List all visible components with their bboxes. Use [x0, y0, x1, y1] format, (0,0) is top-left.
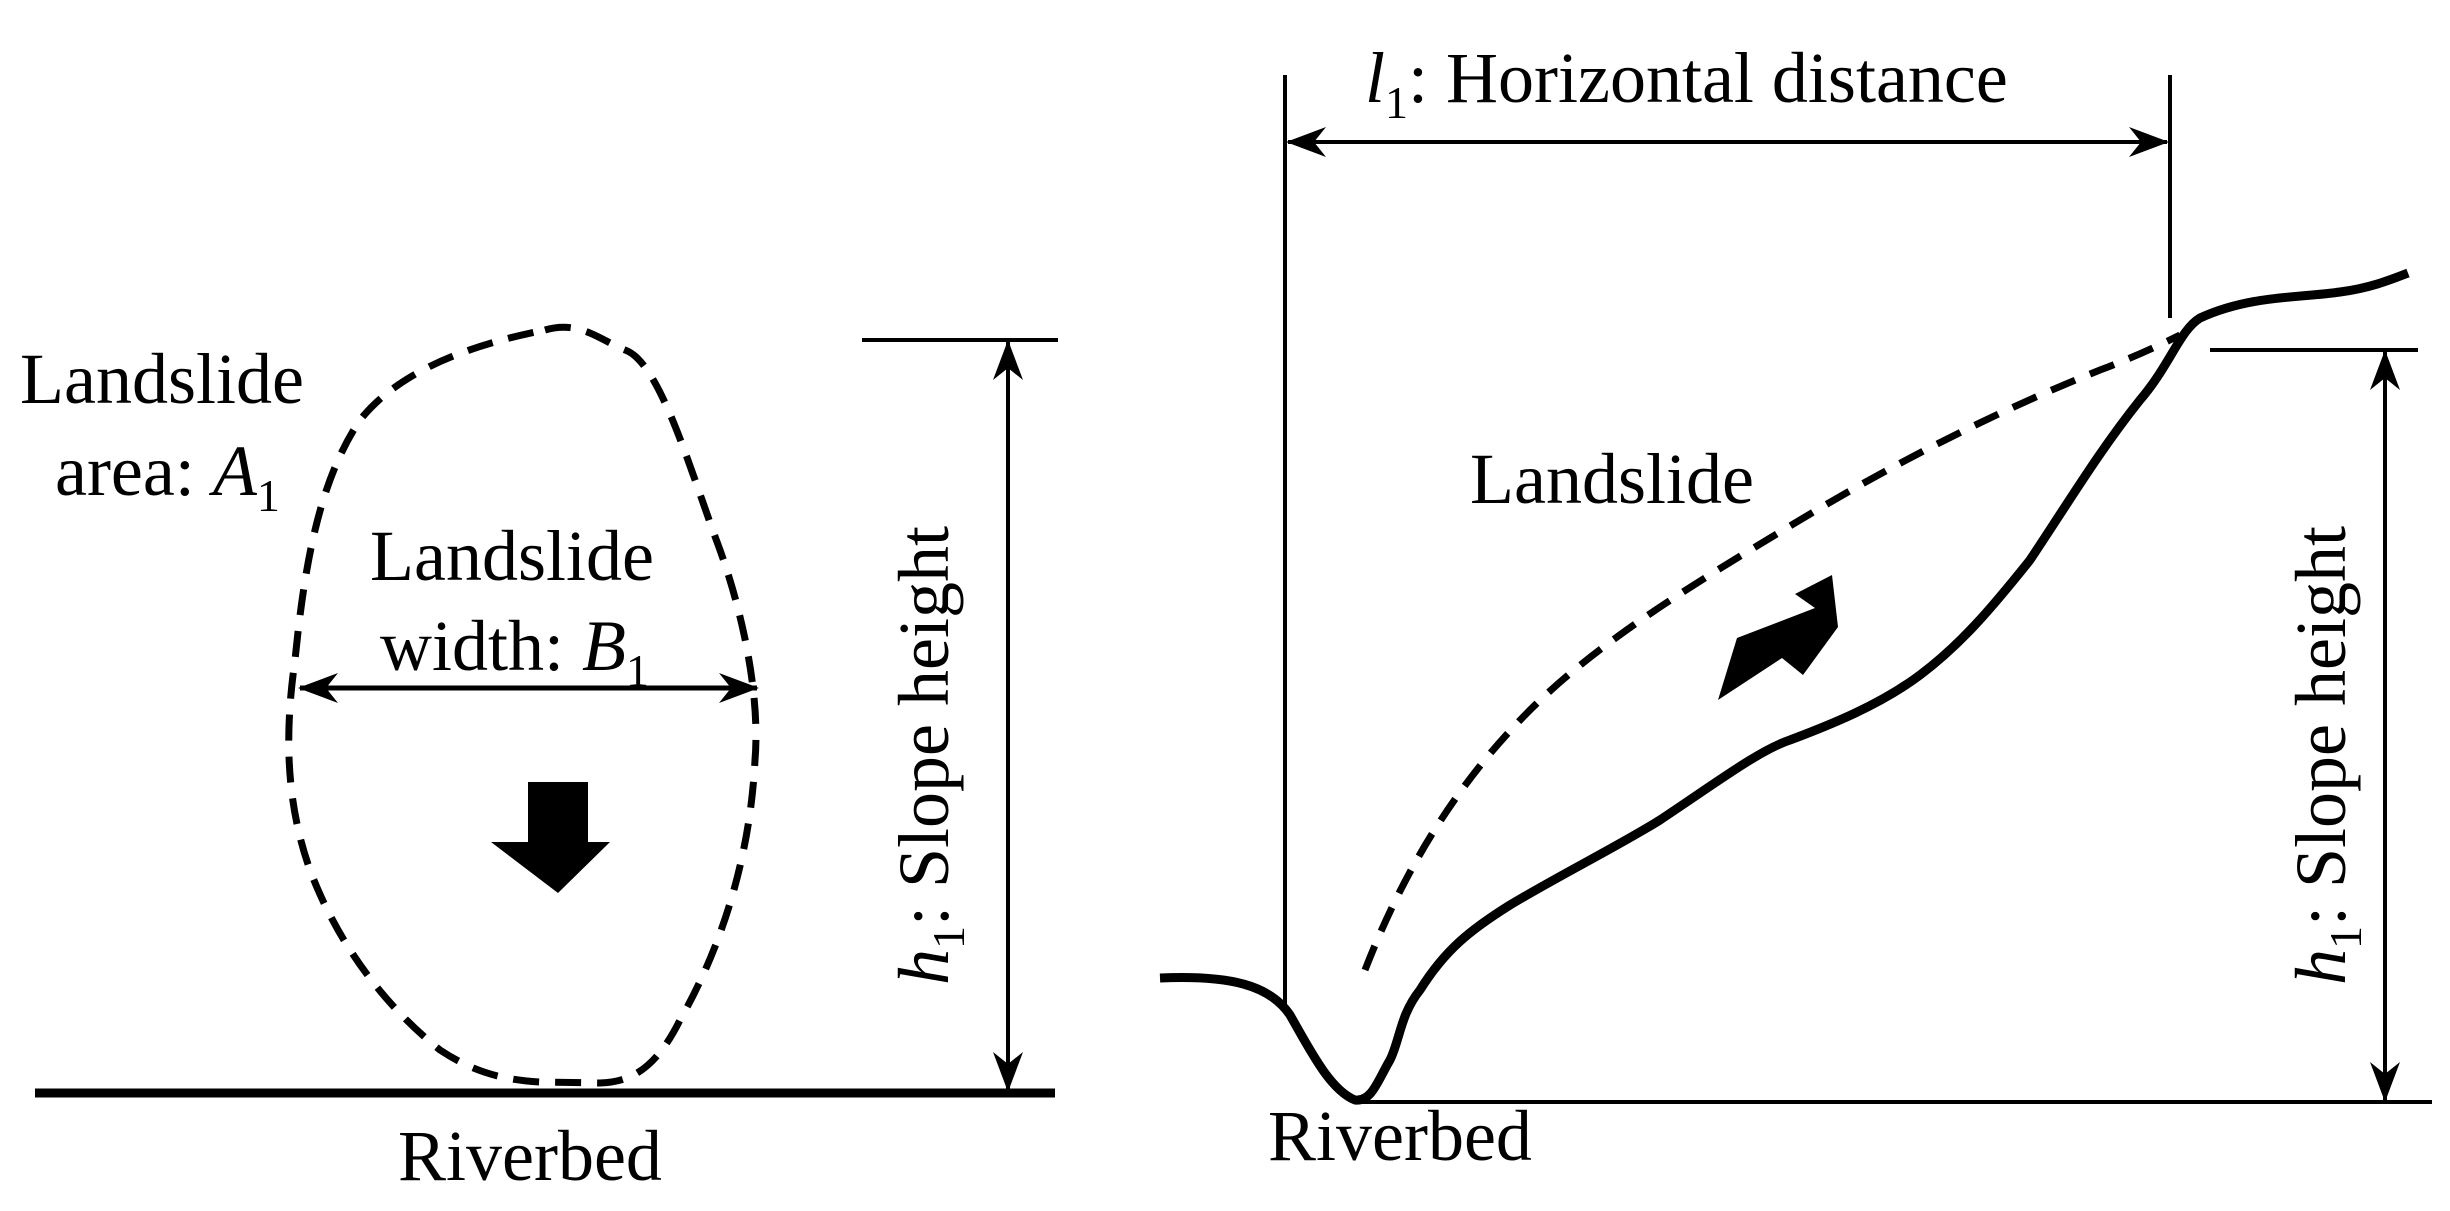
right-riverbed-label: Riverbed — [1268, 1096, 1532, 1176]
width-label-line1: Landslide — [370, 516, 654, 596]
slide-direction-arrow — [1718, 575, 1838, 700]
horizontal-distance-label: l1: Horizontal distance — [1365, 38, 2008, 128]
left-riverbed-label: Riverbed — [398, 1116, 662, 1196]
area-label-line1: Landslide — [20, 339, 304, 419]
width-label-line2: width: B1 — [380, 606, 649, 696]
ground-profile-line — [1159, 268, 2410, 1105]
area-label-line2: area: A1 — [55, 431, 280, 521]
downslope-direction-arrow — [491, 782, 610, 893]
right-slope-height-label: h1: Slope height — [2281, 526, 2371, 985]
landslide-outline-dashed — [285, 323, 760, 1087]
landslide-label: Landslide — [1470, 439, 1754, 519]
landslide-surface-dashed — [1361, 331, 2182, 972]
left-panel-plan-view: Landslide area: A1 Landslide width: B1 h… — [20, 323, 1058, 1196]
right-panel-cross-section: l1: Horizontal distance Landslide h1: Sl… — [1159, 38, 2432, 1176]
left-slope-height-label: h1: Slope height — [884, 526, 974, 985]
